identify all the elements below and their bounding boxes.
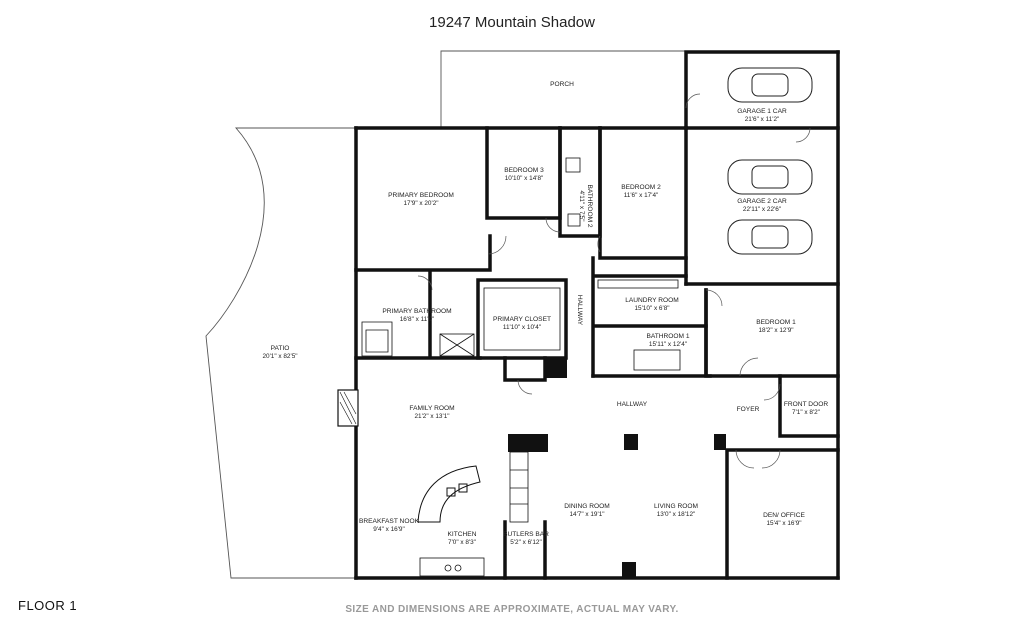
label-den-office: DEN/ OFFICE — [763, 512, 805, 519]
wall-bedroom2 — [598, 126, 688, 260]
dim-dining-room: 14'7" x 19'1" — [569, 511, 604, 518]
plan-title: 19247 Mountain Shadow — [429, 14, 595, 31]
dim-family-room: 21'2" x 13'1" — [414, 413, 449, 420]
dim-living-room: 13'0" x 18'12" — [657, 511, 696, 518]
label-bathroom1: BATHROOM 1 — [646, 333, 689, 340]
label-hallway-main: HALLWAY — [617, 401, 648, 408]
label-dining-room: DINING ROOM — [564, 503, 609, 510]
dim-kitchen: 7'0" x 8'3" — [448, 539, 476, 546]
label-front-door: FRONT DOOR — [784, 401, 828, 408]
dim-patio: 20'1" x 82'5" — [262, 353, 297, 360]
disclaimer-note: SIZE AND DIMENSIONS ARE APPROXIMATE, ACT… — [345, 604, 679, 615]
label-kitchen: KITCHEN — [448, 531, 477, 538]
label-butlers-bar: BUTLERS BAR — [503, 531, 549, 538]
dim-bedroom2: 11'6" x 17'4" — [624, 192, 659, 199]
label-bathroom2: BATHROOM 2 — [586, 184, 593, 227]
room-labels: PORCH GARAGE 1 CAR 21'6" x 11'2" GARAGE … — [262, 81, 828, 546]
wall-laundry — [591, 256, 708, 378]
dim-primary-bathroom: 16'8" x 11'9" — [400, 316, 435, 323]
label-laundry-room: LAUNDRY ROOM — [625, 297, 679, 304]
label-breakfast-nook: BREAKFAST NOOK — [359, 518, 420, 525]
garage-cars — [727, 67, 813, 255]
label-garage2: GARAGE 2 CAR — [737, 198, 787, 205]
columns — [508, 358, 726, 578]
dim-garage1: 21'6" x 11'2" — [745, 116, 780, 123]
car-garage2-a — [727, 159, 813, 195]
label-primary-bedroom: PRIMARY BEDROOM — [388, 192, 454, 199]
dim-primary-closet: 11'10" x 10'4" — [503, 324, 541, 331]
dim-butlers-bar: 5'2" x 6'12" — [510, 539, 542, 546]
label-primary-closet: PRIMARY CLOSET — [493, 316, 551, 323]
label-living-room: LIVING ROOM — [654, 503, 698, 510]
fireplace — [337, 389, 359, 427]
label-foyer: FOYER — [737, 406, 760, 413]
dim-front-door: 7'1" x 8'2" — [792, 409, 820, 416]
dim-laundry-room: 15'10" x 6'8" — [634, 305, 669, 312]
hallway-upper-label-group: HALLWAY — [576, 295, 583, 326]
label-hallway-upper: HALLWAY — [576, 295, 583, 326]
label-bedroom3: BEDROOM 3 — [504, 167, 544, 174]
dim-garage2: 22'11" x 22'6" — [743, 206, 781, 213]
dim-bathroom1: 15'11" x 12'4" — [649, 341, 687, 348]
wall-primary-bathroom — [354, 270, 482, 360]
dim-bedroom3: 10'10" x 14'8" — [505, 175, 544, 182]
wall-garage1 — [684, 50, 840, 130]
kitchen-island — [417, 465, 481, 523]
patio-outline — [205, 127, 355, 579]
dim-primary-bedroom: 17'9" x 20'2" — [403, 200, 438, 207]
walls — [354, 50, 840, 580]
wall-primary-bedroom — [354, 234, 492, 272]
car-garage2-b — [727, 219, 813, 255]
floor-label: FLOOR 1 — [18, 598, 78, 613]
label-family-room: FAMILY ROOM — [409, 405, 454, 412]
dim-bathroom2: 4'11" x 7'5" — [578, 190, 585, 221]
label-bedroom2: BEDROOM 2 — [621, 184, 661, 191]
car-garage1 — [727, 67, 813, 103]
label-patio: PATIO — [271, 345, 290, 352]
wall-den — [725, 448, 840, 580]
fixtures — [361, 157, 681, 577]
label-bedroom1: BEDROOM 1 — [756, 319, 796, 326]
bathroom2-label-group: BATHROOM 2 4'11" x 7'5" — [578, 184, 593, 227]
dim-breakfast-nook: 9'4" x 16'9" — [373, 526, 405, 533]
door-swings — [417, 93, 811, 469]
label-primary-bathroom: PRIMARY BATHROOM — [382, 308, 451, 315]
dim-den-office: 15'4" x 16'9" — [766, 520, 801, 527]
wall-butlers — [503, 520, 547, 580]
wall-front-door — [778, 374, 840, 438]
dim-bedroom1: 18'2" x 12'9" — [758, 327, 793, 334]
label-garage1: GARAGE 1 CAR — [737, 108, 787, 115]
label-porch: PORCH — [550, 81, 574, 88]
wall-bedroom1 — [704, 288, 840, 378]
porch-outline — [440, 50, 687, 128]
wall-hall-lower — [503, 356, 547, 382]
